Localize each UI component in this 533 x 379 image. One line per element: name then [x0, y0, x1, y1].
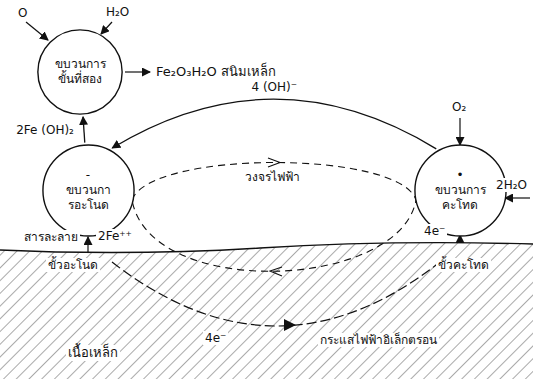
process-label: • — [456, 168, 463, 183]
annotation-label: 2Fe⁺⁺ — [96, 229, 134, 243]
annotation-label: O₂ — [450, 100, 468, 114]
edge-label: 2Fe (OH)₂ — [14, 123, 76, 137]
circuit-arrowhead — [270, 267, 282, 276]
oxygen-arrow — [26, 22, 48, 40]
rust-arrow — [125, 71, 150, 72]
reaction-arrow — [112, 99, 436, 149]
annotation-label: 2H₂O — [494, 178, 529, 192]
water-arrow — [101, 22, 112, 34]
process-circle: ขบวนการ ขั้นที่สอง — [37, 29, 123, 115]
annotation-label: กระแสไฟฟ้าอิเล็กตรอน — [318, 333, 439, 347]
annotation-label: วงจรไฟฟ้า — [243, 170, 302, 184]
annotation-label: ขั้วคะโทด — [436, 258, 491, 272]
electron-current — [112, 262, 440, 326]
electron-arrowhead — [284, 319, 296, 331]
reaction-arrow — [83, 117, 85, 143]
circuit-loop — [132, 163, 416, 272]
water-in-arrow — [505, 197, 530, 198]
iron-body — [0, 243, 533, 379]
annotation-label: 4e⁻ — [422, 224, 447, 238]
process-label: - — [86, 168, 90, 183]
process-label: ขบวนการคะโทด — [435, 183, 486, 213]
annotation-label: สารละลาย — [22, 230, 80, 244]
annotation-label: 4e⁻ — [203, 331, 228, 345]
process-label: ขบวนการ ขั้นที่สอง — [55, 57, 106, 87]
annotation-label: H₂O — [104, 5, 131, 19]
edge-label: 4 (OH)⁻ — [249, 80, 299, 94]
iron-ion-arrow — [87, 237, 88, 252]
process-label: ขบวนการอะโนด — [65, 183, 112, 213]
o2-arrow — [459, 118, 460, 145]
circuit-arrowhead — [268, 158, 280, 167]
anode-circle: -ขบวนการอะโนด — [42, 144, 135, 237]
annotation-label: O — [16, 6, 29, 20]
annotation-label: ขั้วอะโนด — [46, 258, 100, 272]
annotation-label: เนื้อเหล็ก — [66, 345, 120, 361]
annotation-label: Fe₂O₃H₂O สนิมเหล็ก — [154, 64, 278, 80]
cathode-circle: •ขบวนการคะโทด — [414, 144, 507, 237]
